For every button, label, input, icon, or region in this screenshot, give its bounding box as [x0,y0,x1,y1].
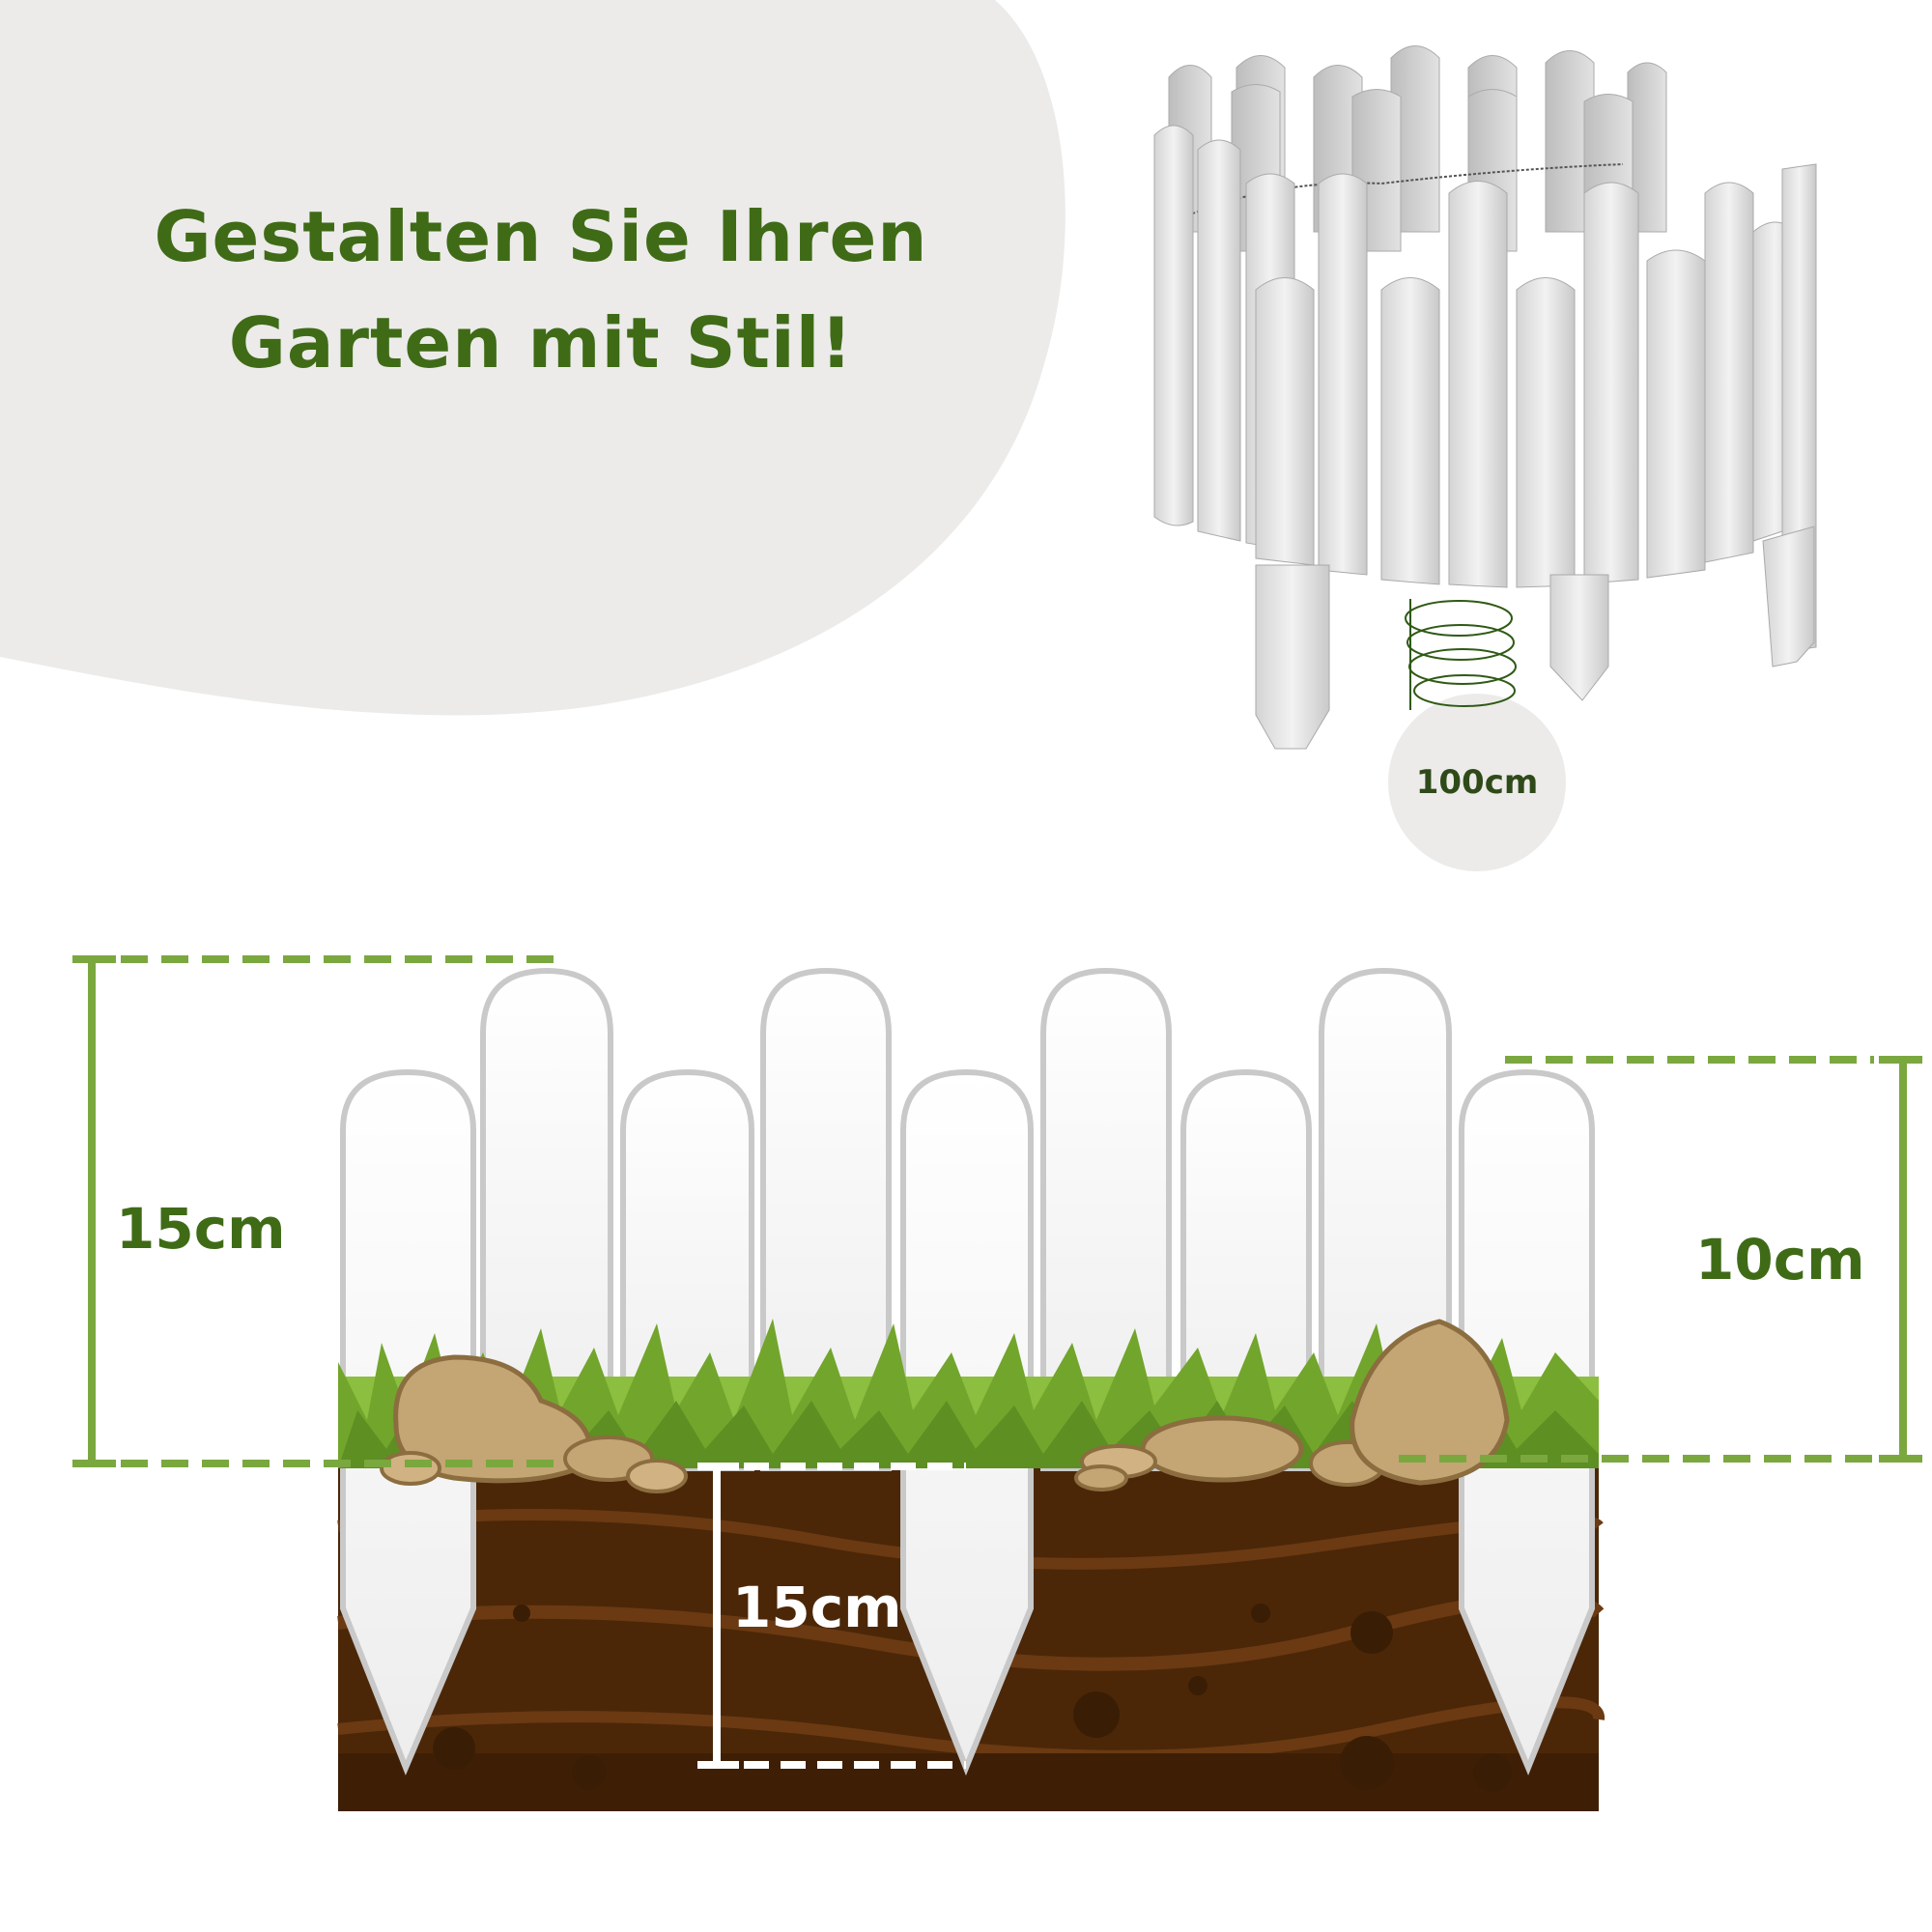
measure-ground-depth [697,1463,966,1769]
headline: Gestalten Sie Ihren Garten mit Stil! [126,184,956,396]
headline-line-2: Garten mit Stil! [228,302,854,384]
fence-front-row [1153,125,1817,653]
fence-stakes [1255,526,1815,750]
picket-short [1180,1068,1312,1471]
binding-wire [1182,163,1624,218]
ground-depth-label: 15cm [732,1575,902,1640]
diameter-circle [1388,694,1566,871]
picket-tall [760,967,892,1471]
grey-blob [0,0,1065,716]
coil-icon [1405,599,1517,710]
fence-pickets [340,967,1595,1776]
diameter-label: 100cm [1415,763,1539,802]
picket-tall [480,967,613,1471]
total-height-label: 15cm [116,1196,286,1262]
measure-above-ground [1399,1056,1922,1463]
headline-line-1: Gestalten Sie Ihren [154,196,928,277]
stones [380,1319,1510,1493]
above-ground-height-label: 10cm [1695,1227,1865,1293]
measure-total-height [72,955,555,1467]
